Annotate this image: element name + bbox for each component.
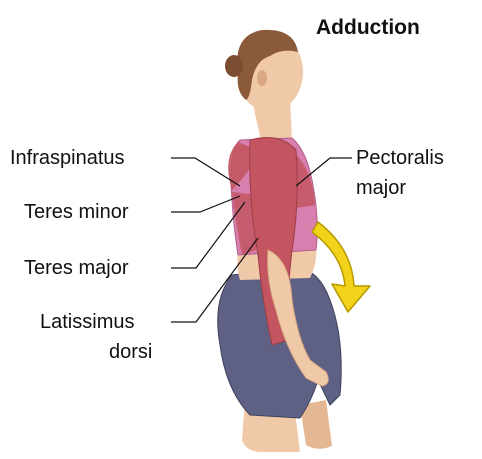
label-infraspinatus: Infraspinatus: [10, 146, 125, 170]
label-pectoralis-line1: Pectoralis: [356, 146, 444, 170]
label-latissimus-line1: Latissimus: [40, 310, 134, 334]
teres-minor-leader: [171, 196, 240, 212]
hair-bun: [225, 55, 243, 77]
diagram-title: Adduction: [316, 16, 420, 40]
label-pectoralis-line2: major: [356, 176, 406, 200]
label-teres-major: Teres major: [24, 256, 128, 280]
label-latissimus-line2: dorsi: [109, 340, 152, 364]
ear: [257, 70, 267, 86]
label-teres-minor: Teres minor: [24, 200, 128, 224]
